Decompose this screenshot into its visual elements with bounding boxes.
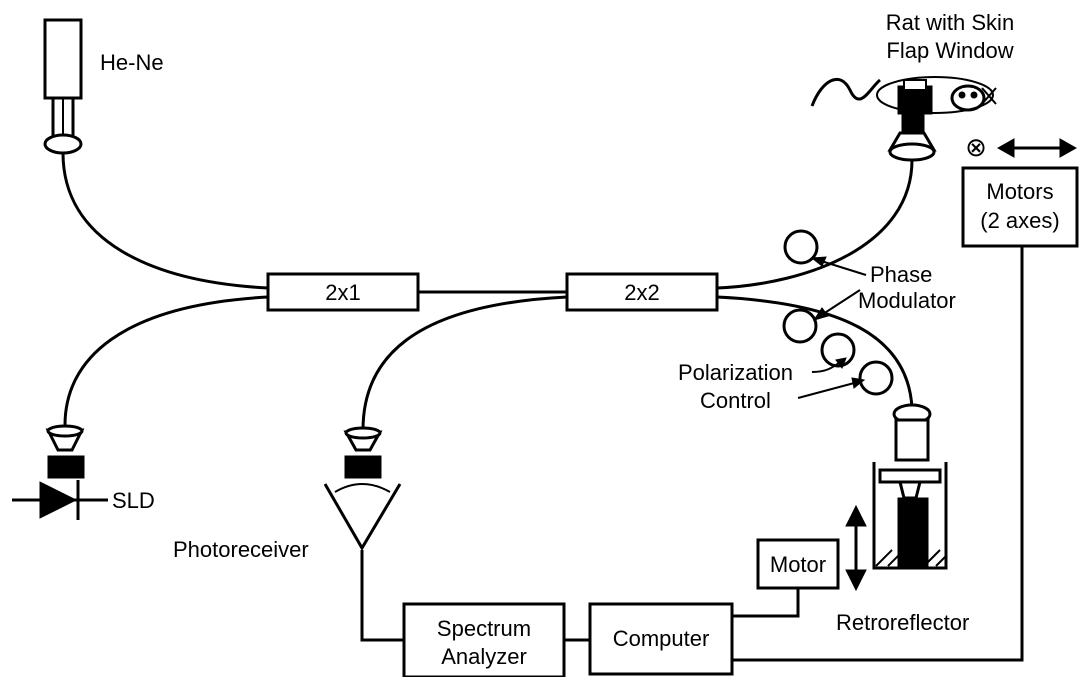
phase-modulator-label-line1: Phase xyxy=(870,262,932,287)
he-ne-laser-icon xyxy=(43,18,83,155)
coupler-2x1-label: 2x1 xyxy=(325,280,360,305)
spectrum-analyzer-label-line2: Analyzer xyxy=(441,644,527,669)
computer-box xyxy=(588,602,734,676)
sample-lens-icon xyxy=(887,131,937,162)
polarization-control-arrows-icon xyxy=(797,357,866,399)
photoreceiver-detector-icon xyxy=(323,483,402,551)
polarization-control-loops-icon xyxy=(820,332,894,396)
photoreceiver-lens-icon xyxy=(343,426,383,452)
polarization-control-label-line2: Control xyxy=(700,388,771,413)
wire-computer-to-motor xyxy=(732,588,800,618)
fiber-he-ne-to-2x1 xyxy=(61,152,269,290)
phase-modulator-coil-icon xyxy=(782,229,819,344)
sld-label: SLD xyxy=(112,488,155,513)
phase-modulator-label-line2: Modulator xyxy=(858,288,956,313)
motor-box xyxy=(756,538,840,590)
scan-axis-symbol-icon: ⊗ xyxy=(965,132,987,162)
photoreceiver-mount-icon xyxy=(344,455,382,479)
coupler-2x1-box xyxy=(266,272,420,312)
fiber-2x1-to-sld xyxy=(63,295,269,426)
motor-label: Motor xyxy=(770,552,826,577)
horizontal-scan-arrow-icon xyxy=(996,138,1078,158)
rat-label-line2: Flap Window xyxy=(886,38,1013,63)
spectrum-analyzer-label-line1: Spectrum xyxy=(437,616,531,641)
coupler-2x2-box xyxy=(565,272,719,312)
wire-computer-to-motors-2-axes xyxy=(732,246,1024,662)
fiber-2x2-to-sample xyxy=(716,159,914,290)
he-ne-label: He-Ne xyxy=(100,50,164,75)
computer-label: Computer xyxy=(613,626,710,651)
retroreflector-label: Retroreflector xyxy=(836,610,969,635)
sld-mount-icon xyxy=(47,455,85,479)
coupler-2x2-label: 2x2 xyxy=(624,280,659,305)
sld-lens-icon xyxy=(45,424,85,452)
motors-label-line2: (2 axes) xyxy=(980,208,1059,233)
sld-diode-icon xyxy=(12,480,108,520)
rat-icon xyxy=(810,76,997,135)
polarization-control-label-line1: Polarization xyxy=(678,360,793,385)
motors-label-line1: Motors xyxy=(986,179,1053,204)
reference-lens-icon xyxy=(892,403,932,462)
phase-modulator-arrows-icon xyxy=(810,256,867,321)
retroreflector-icon xyxy=(872,462,948,570)
photoreceiver-label: Photoreceiver xyxy=(173,537,309,562)
motors-2-axes-box xyxy=(961,166,1079,248)
rat-label-line1: Rat with Skin xyxy=(886,10,1014,35)
vertical-scan-arrow-icon xyxy=(845,504,867,592)
fiber-2x2-to-reference xyxy=(716,295,914,409)
wire-photoreceiver-to-spectrum xyxy=(360,550,404,642)
fiber-2x2-to-photoreceiver xyxy=(361,295,568,431)
